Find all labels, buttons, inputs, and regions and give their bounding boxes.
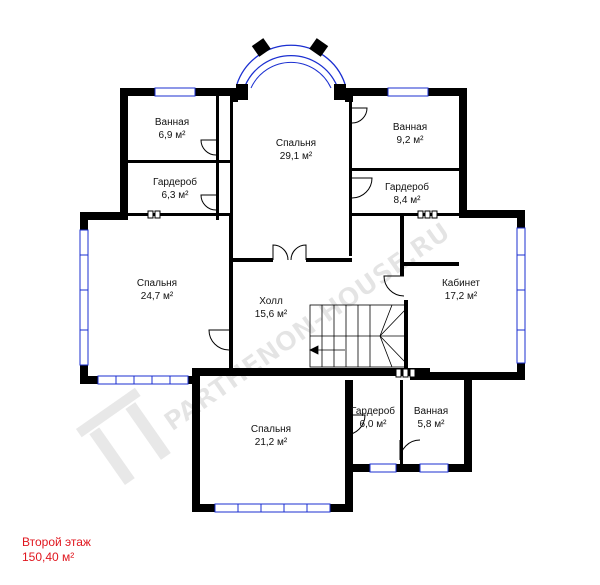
- floor-total-area: 150,40 м²: [22, 550, 75, 564]
- room-area-bath-3: 5,8 м²: [418, 419, 446, 430]
- window-mullions: [80, 254, 525, 512]
- room-name-bedroom-3: Спальня: [251, 424, 291, 435]
- wall-vents: [147, 210, 438, 378]
- room-area-wardrobe-2: 8,4 м²: [394, 195, 422, 206]
- doors: [200, 107, 421, 461]
- room-name-bath-1: Ванная: [155, 117, 189, 128]
- room-name-bedroom-1: Спальня: [276, 138, 316, 149]
- windows: [79, 87, 526, 513]
- room-area-study: 17,2 м²: [445, 291, 478, 302]
- room-name-bath-3: Ванная: [414, 406, 448, 417]
- room-name-wardrobe-3: Гардероб: [351, 405, 395, 417]
- room-name-wardrobe-1: Гардероб: [153, 176, 197, 188]
- floor-title: Второй этаж: [22, 535, 91, 549]
- watermark-text: PARTHENON-HOUSE.RU: [159, 217, 456, 438]
- room-area-bedroom-2: 24,7 м²: [141, 291, 174, 302]
- room-name-bedroom-2: Спальня: [137, 278, 177, 289]
- watermark: PARTHENON-HOUSE.RU: [75, 217, 456, 486]
- room-name-hall: Холл: [259, 296, 283, 307]
- room-labels: Ванная 6,9 м² Спальня 29,1 м² Ванная 9,2…: [137, 117, 481, 448]
- room-name-wardrobe-2: Гардероб: [385, 181, 429, 193]
- bay-window: [236, 38, 346, 100]
- room-area-bedroom-1: 29,1 м²: [280, 151, 313, 162]
- room-area-bath-1: 6,9 м²: [159, 130, 187, 141]
- room-area-bedroom-3: 21,2 м²: [255, 437, 288, 448]
- room-area-hall: 15,6 м²: [255, 309, 288, 320]
- room-area-bath-2: 9,2 м²: [397, 135, 425, 146]
- room-area-wardrobe-3: 6,0 м²: [360, 419, 388, 430]
- room-area-wardrobe-1: 6,3 м²: [162, 190, 190, 201]
- watermark-logo: [75, 387, 171, 486]
- room-name-study: Кабинет: [442, 277, 480, 289]
- staircase: [309, 304, 406, 368]
- room-name-bath-2: Ванная: [393, 122, 427, 133]
- inner-walls: [128, 96, 459, 470]
